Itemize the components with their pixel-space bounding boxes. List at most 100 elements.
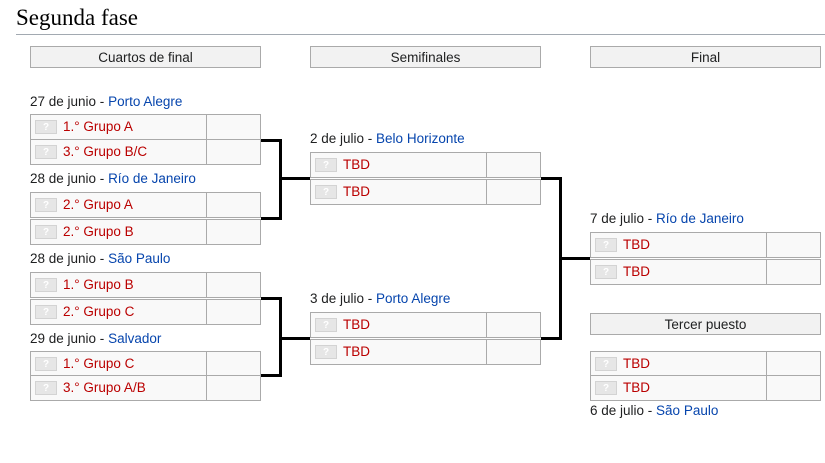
- flag-placeholder-icon: ?: [595, 265, 617, 279]
- team-name-text: TBD: [343, 184, 370, 200]
- team-name-link[interactable]: 1.° Grupo A: [63, 119, 133, 135]
- score-cell: [207, 220, 260, 244]
- score-cell: [207, 193, 260, 217]
- score-cell: [207, 376, 260, 400]
- match-date: 28 de junio -: [30, 251, 109, 266]
- score-cell: [487, 313, 540, 337]
- score-cell: [767, 352, 820, 376]
- score-cell: [767, 376, 820, 400]
- venue-link[interactable]: Río de Janeiro: [108, 171, 196, 186]
- venue-link[interactable]: Porto Alegre: [376, 291, 451, 306]
- match-date: 29 de junio -: [30, 331, 109, 346]
- team-row: ? TBD: [310, 339, 541, 365]
- team-row: ? TBD: [590, 351, 821, 377]
- venue-link[interactable]: Belo Horizonte: [376, 131, 465, 146]
- team-row: ? TBD: [590, 375, 821, 401]
- flag-placeholder-icon: ?: [315, 345, 337, 359]
- team-name-text: TBD: [343, 344, 370, 360]
- venue-link[interactable]: Río de Janeiro: [656, 211, 744, 226]
- team-row: ? 2.° Grupo B: [30, 219, 261, 245]
- match-label-qf4: 29 de junio - Salvador: [30, 329, 161, 349]
- match-date: 28 de junio -: [30, 171, 109, 186]
- team-row: ? TBD: [310, 179, 541, 205]
- match-label-third: 6 de julio - São Paulo: [590, 401, 718, 421]
- match-date: 7 de julio -: [590, 211, 657, 226]
- flag-placeholder-icon: ?: [35, 278, 57, 292]
- team-name-link[interactable]: 2.° Grupo B: [63, 224, 134, 240]
- team-row: ? 1.° Grupo B: [30, 272, 261, 298]
- venue-link[interactable]: São Paulo: [656, 403, 719, 418]
- team-name-link[interactable]: 2.° Grupo C: [63, 304, 135, 320]
- bracket-connector: [261, 297, 282, 300]
- venue-link[interactable]: Salvador: [108, 331, 162, 346]
- team-row: ? 3.° Grupo A/B: [30, 375, 261, 401]
- flag-placeholder-icon: ?: [315, 185, 337, 199]
- flag-placeholder-icon: ?: [595, 357, 617, 371]
- flag-placeholder-icon: ?: [595, 238, 617, 252]
- bracket-connector: [261, 374, 282, 377]
- team-name-text: TBD: [623, 264, 650, 280]
- flag-placeholder-icon: ?: [315, 318, 337, 332]
- match-label-qf3: 28 de junio - São Paulo: [30, 249, 170, 269]
- flag-placeholder-icon: ?: [35, 381, 57, 395]
- match-label-qf1: 27 de junio - Porto Alegre: [30, 92, 182, 112]
- team-name-text: TBD: [343, 317, 370, 333]
- venue-link[interactable]: Porto Alegre: [108, 94, 183, 109]
- venue-link[interactable]: São Paulo: [108, 251, 171, 266]
- flag-placeholder-icon: ?: [35, 305, 57, 319]
- bracket-connector: [261, 217, 282, 220]
- team-name-text: TBD: [623, 380, 650, 396]
- team-row: ? 3.° Grupo B/C: [30, 139, 261, 165]
- bracket-connector: [541, 177, 562, 180]
- score-cell: [207, 273, 260, 297]
- score-cell: [767, 233, 820, 257]
- team-row: ? 1.° Grupo A: [30, 114, 261, 140]
- team-row: ? TBD: [310, 152, 541, 178]
- bracket-connector: [279, 337, 310, 340]
- bracket-connector: [541, 337, 562, 340]
- match-date: 27 de junio -: [30, 94, 109, 109]
- team-name-text: TBD: [623, 356, 650, 372]
- flag-placeholder-icon: ?: [35, 225, 57, 239]
- round-header-final: Final: [590, 46, 821, 68]
- match-label-sf2: 3 de julio - Porto Alegre: [310, 289, 450, 309]
- team-row: ? TBD: [310, 312, 541, 338]
- round-header-quarterfinals: Cuartos de final: [30, 46, 261, 68]
- flag-placeholder-icon: ?: [595, 381, 617, 395]
- team-row: ? 2.° Grupo C: [30, 299, 261, 325]
- score-cell: [207, 300, 260, 324]
- round-header-semifinals: Semifinales: [310, 46, 541, 68]
- score-cell: [767, 260, 820, 284]
- team-row: ? 2.° Grupo A: [30, 192, 261, 218]
- score-cell: [487, 340, 540, 364]
- score-cell: [207, 140, 260, 164]
- team-name-link[interactable]: 2.° Grupo A: [63, 197, 133, 213]
- match-label-qf2: 28 de junio - Río de Janeiro: [30, 169, 196, 189]
- score-cell: [487, 180, 540, 204]
- flag-placeholder-icon: ?: [35, 145, 57, 159]
- flag-placeholder-icon: ?: [35, 120, 57, 134]
- team-name-link[interactable]: 3.° Grupo B/C: [63, 144, 148, 160]
- team-name-text: TBD: [623, 237, 650, 253]
- section-heading: Segunda fase: [16, 4, 825, 35]
- team-name-link[interactable]: 1.° Grupo C: [63, 356, 135, 372]
- flag-placeholder-icon: ?: [35, 198, 57, 212]
- round-header-third-place: Tercer puesto: [590, 313, 821, 335]
- match-date: 2 de julio -: [310, 131, 377, 146]
- flag-placeholder-icon: ?: [35, 357, 57, 371]
- bracket-connector: [279, 177, 310, 180]
- team-row: ? 1.° Grupo C: [30, 351, 261, 377]
- score-cell: [487, 153, 540, 177]
- team-name-link[interactable]: 3.° Grupo A/B: [63, 380, 146, 396]
- flag-placeholder-icon: ?: [315, 158, 337, 172]
- bracket-connector: [559, 257, 590, 260]
- match-date: 6 de julio -: [590, 403, 657, 418]
- team-name-text: TBD: [343, 157, 370, 173]
- score-cell: [207, 115, 260, 139]
- team-row: ? TBD: [590, 232, 821, 258]
- score-cell: [207, 352, 260, 376]
- bracket-connector: [261, 139, 282, 142]
- team-name-link[interactable]: 1.° Grupo B: [63, 277, 134, 293]
- match-label-sf1: 2 de julio - Belo Horizonte: [310, 129, 465, 149]
